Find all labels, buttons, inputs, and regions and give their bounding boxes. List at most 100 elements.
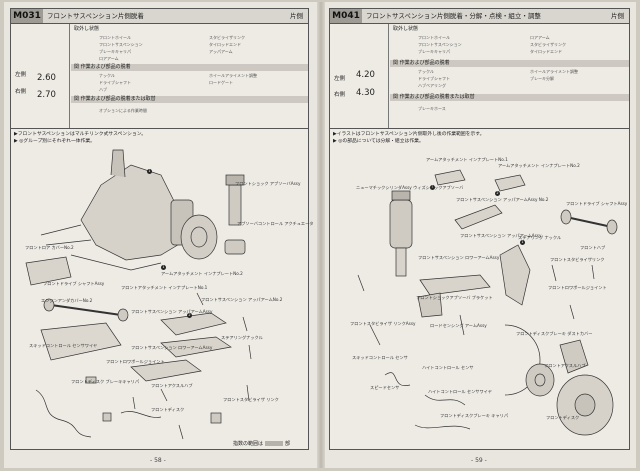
- callout-number: 2: [187, 313, 192, 318]
- part-label: スキッドコントロール センサ: [352, 355, 408, 360]
- right-operation-title: フロントサスペンション片側脱着・分解・点検・組立・調整: [366, 12, 541, 20]
- part-label: ニューマチックシリンダAssy ウィズショックアブソーバ: [356, 185, 464, 190]
- part-label: ステアリングナックル: [221, 335, 263, 340]
- right-time-value: 4.20: [356, 70, 375, 80]
- left-page: M031 フロントサスペンション片側脱着 片側 左側 2.60 右側 2.70 …: [4, 2, 317, 468]
- left-parts-diagram: 1 1 2 フロントショック アブソーバAssy アブソーバコントロール アクチ…: [11, 145, 313, 440]
- left-operation-code: M031: [11, 9, 43, 23]
- part-label: フロントアクスルハブ: [151, 383, 193, 388]
- right-work-item: ブレーキキャリパ: [418, 49, 450, 54]
- right-position-label: 右側: [334, 92, 346, 98]
- right-work-item: ハブベアリング: [418, 83, 446, 88]
- part-label: フロントサスペンション アッパアームAssy No.2: [456, 197, 549, 202]
- part-label: フロントスタビライザリンク: [550, 257, 605, 262]
- part-label: アブソーバコントロール アクチュエータ: [237, 221, 314, 226]
- left-work-item: アッパアーム: [209, 49, 233, 54]
- right-work-item: ホイールアライメント調整: [530, 69, 578, 74]
- left-work-item: ロアアーム: [99, 56, 119, 61]
- part-label: スキッドコントロール センサワイヤ: [29, 343, 98, 348]
- footer-text-end: 部: [284, 441, 290, 447]
- right-position-column: 左側 4.20 右側 4.30: [330, 24, 389, 128]
- right-work-item: ブレーキ分解: [530, 76, 554, 81]
- left-footer-legend: 指数の範囲は 部: [233, 440, 290, 447]
- left-header: M031 フロントサスペンション片側脱着 片側: [11, 9, 308, 24]
- right-work-item: スタビライザリンク: [530, 42, 566, 47]
- part-label: フロントディスク: [151, 407, 185, 412]
- part-label: ロードセンシング アームAssy: [430, 323, 487, 328]
- left-work-item: フロントサスペンション: [99, 42, 143, 47]
- part-label: アームアタッチメント インナプレートNo.2: [161, 271, 243, 276]
- left-band-detach: 関 作業および部品の脱着: [71, 64, 308, 71]
- left-band-removal: 取外し状態: [74, 26, 100, 32]
- part-label: フロントロア カバーNo.2: [25, 245, 74, 250]
- right-work-item: ドライブシャフト: [418, 76, 450, 81]
- right-operation-code: M041: [330, 9, 362, 23]
- left-position-label: 左側: [15, 72, 27, 78]
- part-label: フロントロワボールジョイント: [106, 359, 165, 364]
- right-time-value: 4.30: [356, 88, 375, 98]
- right-intro-line: ▶ ◎の部品については分解・組立は作業。: [333, 139, 424, 144]
- right-side-label: 片側: [611, 12, 624, 20]
- callout-number: 1: [520, 240, 525, 245]
- left-intro-line: ▶ ◎グループ別にそれぞれ一体作業。: [14, 139, 95, 144]
- right-band-detach: 関 作業および部品の脱着: [390, 60, 629, 67]
- left-spec-table: 左側 2.60 右側 2.70 取外し状態 フロントホイール フロントサスペンシ…: [11, 24, 308, 129]
- part-label: アームアタッチメント インナプレートNo.2: [498, 163, 580, 168]
- right-page-frame: M041 フロントサスペンション片側脱着・分解・点検・組立・調整 片側 左側 4…: [329, 8, 630, 450]
- left-operation-title: フロントサスペンション片側脱着: [47, 12, 144, 20]
- part-label: フロントハブ: [580, 245, 606, 250]
- callout-number: 1: [161, 265, 166, 270]
- callout-number: 1: [430, 185, 435, 190]
- right-page: M041 フロントサスペンション片側脱着・分解・点検・組立・調整 片側 左側 4…: [325, 2, 636, 468]
- right-spec-table: 左側 4.20 右側 4.30 取外し状態 フロントホイール フロントサスペンシ…: [330, 24, 629, 129]
- right-work-content: 取外し状態 フロントホイール フロントサスペンション ブレーキキャリパ ロアアー…: [390, 24, 629, 128]
- part-label: フロントアクスルハブ: [544, 363, 586, 368]
- left-work-item: スタビライザリンク: [209, 35, 245, 40]
- book-gutter: [317, 2, 325, 468]
- left-position-column: 左側 2.60 右側 2.70: [11, 24, 70, 128]
- left-work-item: オプションによる作業時間: [99, 108, 147, 113]
- left-work-item: フロントホイール: [99, 35, 131, 40]
- part-label: フロントサスペンション ロワーアームAssy: [131, 345, 213, 350]
- footer-text: 指数の範囲は: [232, 441, 263, 447]
- right-band-removal: 取外し状態: [393, 26, 419, 32]
- left-work-content: 取外し状態 フロントホイール フロントサスペンション ブレーキキャリパ ロアアー…: [71, 24, 308, 128]
- right-header: M041 フロントサスペンション片側脱着・分解・点検・組立・調整 片側: [330, 9, 629, 24]
- part-label: フロントサスペンション アッパアームAssy: [460, 233, 542, 238]
- part-label: フロントドライブ シャフトAssy: [43, 281, 105, 286]
- right-work-item: フロントサスペンション: [418, 42, 462, 47]
- part-label: スピードセンサ: [370, 385, 400, 390]
- left-work-item: ハブ: [99, 87, 107, 92]
- right-work-item: ロアアーム: [530, 35, 550, 40]
- part-label: フロントサスペンション ロワーアームAssy: [418, 255, 500, 260]
- left-work-item: ドライブシャフト: [99, 80, 131, 85]
- right-exploded-view: [357, 169, 618, 436]
- part-label: フロントスタビライザ リンク: [223, 397, 279, 402]
- part-label: フロントディスク ブレーキキャリパ: [71, 379, 140, 384]
- part-label: ステアリング ナックル: [518, 235, 562, 240]
- part-label: フロントスタビライザ リンクAssy: [350, 321, 416, 326]
- right-band-replace: 関 作業および部品の脱着または取替: [390, 94, 629, 101]
- right-page-number: - 59 -: [471, 457, 487, 464]
- part-label: フロントアタッチメント インナプレートNo.1: [121, 285, 208, 290]
- right-work-item: ブレーキホース: [418, 106, 446, 111]
- part-label: フロントディスク: [546, 415, 580, 420]
- left-work-item: ホイールアライメント調整: [209, 73, 257, 78]
- left-exploded-view: [25, 149, 252, 440]
- book-spread: M031 フロントサスペンション片側脱着 片側 左側 2.60 右側 2.70 …: [4, 2, 636, 468]
- left-intro: ▶フロントサスペンションはマルチリンク式サスペンション。 ▶ ◎グループ別にそれ…: [14, 131, 146, 145]
- left-time-value: 2.70: [37, 90, 56, 100]
- part-label: フロントディスクブレーキ キャリパ: [440, 413, 509, 418]
- right-parts-diagram: 1 2 1 アームアタッチメント インナプレートNo.1 アームアタッチメント …: [330, 145, 629, 439]
- callout-number: 2: [495, 191, 500, 196]
- part-label: フロントショック アブソーバAssy: [235, 181, 301, 186]
- left-work-item: タイロッドエンド: [209, 42, 241, 47]
- part-label: フロントディスクブレーキ ダストカバー: [516, 331, 593, 336]
- part-label: ハイトコントロール センサ: [422, 365, 474, 370]
- right-work-item: タイロッドエンド: [530, 49, 562, 54]
- right-intro-line: ▶イラストはフロントサスペンション片側取外し後の作業範囲を示す。: [333, 132, 485, 137]
- left-time-value: 2.60: [37, 73, 56, 83]
- left-work-item: ナックル: [99, 73, 115, 78]
- right-position-label: 左側: [334, 76, 346, 82]
- left-position-label: 右側: [15, 89, 27, 95]
